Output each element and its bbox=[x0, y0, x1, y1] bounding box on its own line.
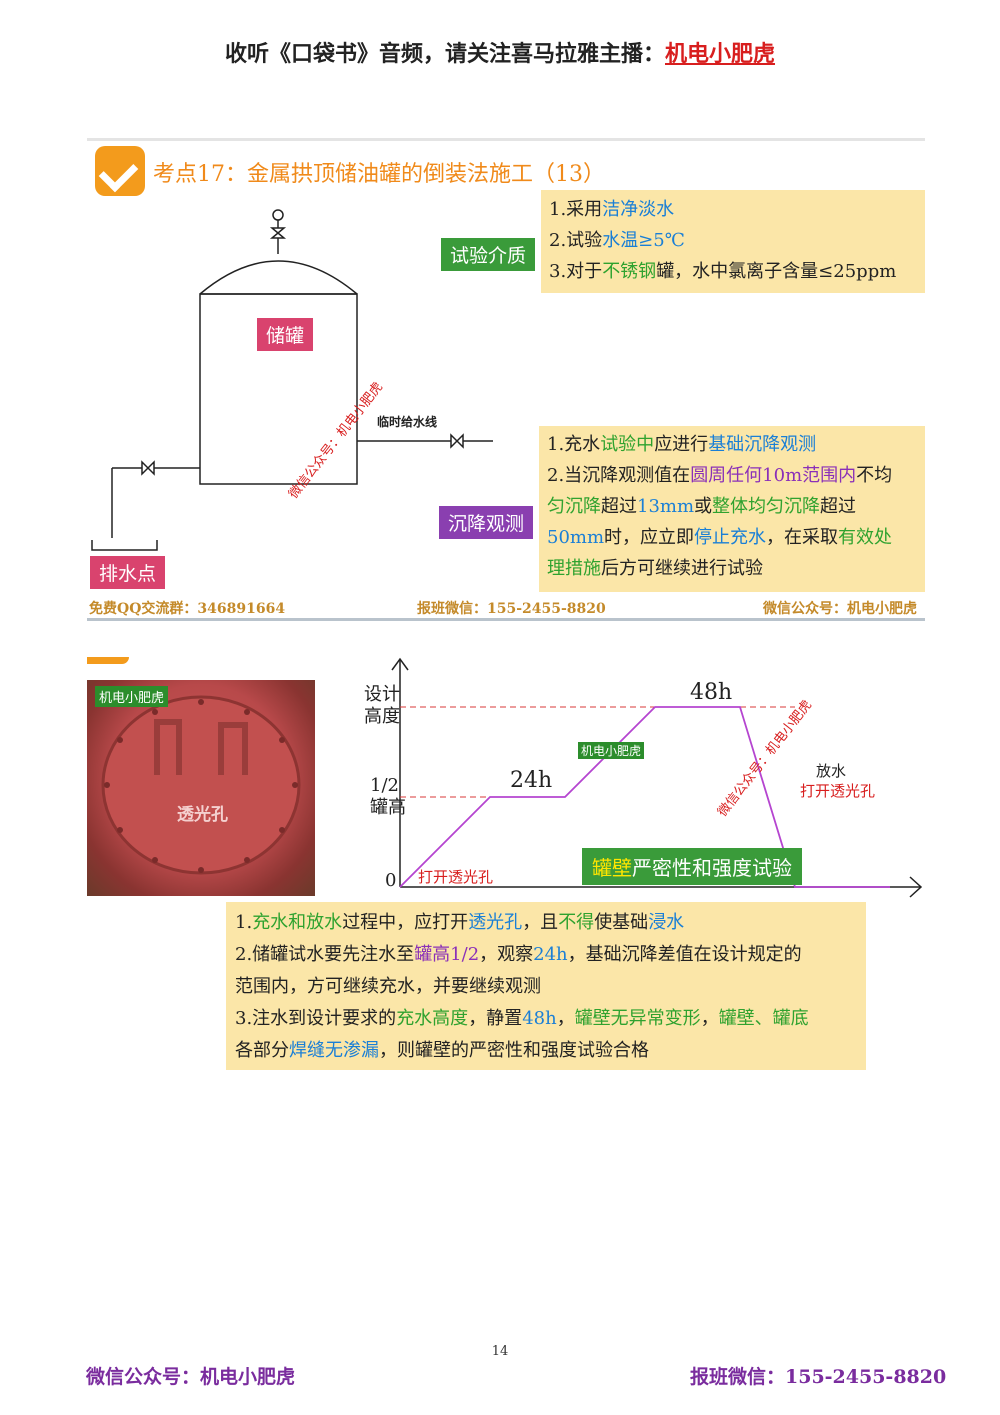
footer-qq-group: 免费QQ交流群：346891664 bbox=[89, 601, 286, 617]
slide-accent-bar bbox=[87, 657, 129, 664]
label-open-hole-right: 打开透光孔 bbox=[800, 782, 876, 800]
list-item: 1.采用洁净淡水 bbox=[549, 199, 675, 220]
footer-public-account: 微信公众号：机电小肥虎 bbox=[763, 601, 917, 617]
list-item: 匀沉降超过13mm或整体均匀沉降超过 bbox=[547, 496, 857, 517]
footer-class-wechat: 报班微信：155-2455-8820 bbox=[417, 601, 606, 617]
drain-point-label: 排水点 bbox=[90, 556, 166, 589]
photo-watermark-label: 机电小肥虎 bbox=[95, 686, 169, 707]
tank-diagram bbox=[91, 209, 493, 551]
page-header: 收听《口袋书》音频，请关注喜马拉雅主播：机电小肥虎 bbox=[0, 36, 1000, 68]
temp-water-line-label: 临时给水线 bbox=[377, 415, 438, 429]
list-item: 2.试验水温≥5℃ bbox=[549, 230, 685, 251]
water-level-chart bbox=[391, 657, 923, 898]
water-test-notes-box: 1.充水和放水过程中，应打开透光孔，且不得使基础浸水 2.储罐试水要先注水至罐高… bbox=[226, 902, 866, 1070]
list-item: 2.储罐试水要先注水至罐高1/2，观察24h，基础沉降差值在设计规定的 bbox=[235, 944, 802, 965]
list-item: 3.对于不锈钢罐，水中氯离子含量≤25ppm bbox=[549, 261, 897, 282]
label-open-hole-left: 打开透光孔 bbox=[418, 868, 494, 886]
slide-top-divider bbox=[87, 138, 925, 141]
list-item: 2.当沉降观测值在圆周任何10m范围内不均 bbox=[547, 465, 893, 486]
slide-title: 考点17：金属拱顶储油罐的倒装法施工（13） bbox=[153, 162, 605, 187]
list-item: 3.注水到设计要求的充水高度，静置48h，罐壁无异常变形，罐壁、罐底 bbox=[235, 1008, 809, 1029]
checkmark-icon bbox=[95, 146, 145, 196]
footer-class-wechat: 报班微信：155-2455-8820 bbox=[690, 1366, 947, 1388]
y-axis-arrow bbox=[391, 657, 409, 671]
water-level-series-line bbox=[399, 706, 890, 888]
chart-watermark-small: 机电小肥虎 bbox=[578, 742, 645, 759]
list-item: 理措施后方可继续进行试验 bbox=[547, 558, 763, 579]
manhole-cover-graphic bbox=[101, 695, 301, 875]
settlement-box: 1.充水试验中应进行基础沉降观测 2.当沉降观测值在圆周任何10m范围内不均 匀… bbox=[539, 426, 925, 592]
label-drain-water: 放水 bbox=[816, 762, 847, 780]
page-number: 14 bbox=[491, 1344, 509, 1359]
list-item: 范围内，方可继续充水，并要继续观测 bbox=[235, 976, 541, 997]
x-axis-arrow bbox=[909, 876, 923, 898]
test-medium-tag: 试验介质 bbox=[441, 238, 536, 271]
slide-bottom-divider bbox=[87, 618, 925, 621]
tank-label: 储罐 bbox=[257, 318, 314, 351]
list-item: 1.充水试验中应进行基础沉降观测 bbox=[547, 434, 817, 455]
settlement-tag: 沉降观测 bbox=[439, 506, 534, 539]
header-highlight-link[interactable]: 机电小肥虎 bbox=[665, 41, 776, 67]
header-text: 收听《口袋书》音频，请关注喜马拉雅主播： bbox=[224, 41, 665, 67]
label-24h: 24h bbox=[510, 768, 553, 793]
list-item: 各部分焊缝无渗漏，则罐壁的严密性和强度试验合格 bbox=[235, 1040, 649, 1061]
y-label-design-height: 设计高度 bbox=[364, 684, 400, 727]
footer-public-account: 微信公众号：机电小肥虎 bbox=[86, 1366, 296, 1388]
slide-tank-water-test: 考点17：金属拱顶储油罐的倒装法施工（13） 储罐 临时给水线 微 bbox=[87, 138, 925, 622]
list-item: 50mm时，应立即停止充水，在采取有效处 bbox=[547, 527, 893, 548]
list-item: 1.充水和放水过程中，应打开透光孔，且不得使基础浸水 bbox=[235, 912, 685, 933]
test-medium-box: 1.采用洁净淡水 2.试验水温≥5℃ 3.对于不锈钢罐，水中氯离子含量≤25pp… bbox=[541, 190, 925, 293]
manhole-photo: 机电小肥虎 透光孔 bbox=[87, 680, 315, 896]
y-label-zero: 0 bbox=[385, 870, 397, 891]
photo-caption: 透光孔 bbox=[177, 805, 228, 825]
label-48h: 48h bbox=[690, 680, 733, 705]
wall-test-title: 罐壁严密性和强度试验 bbox=[582, 848, 802, 885]
